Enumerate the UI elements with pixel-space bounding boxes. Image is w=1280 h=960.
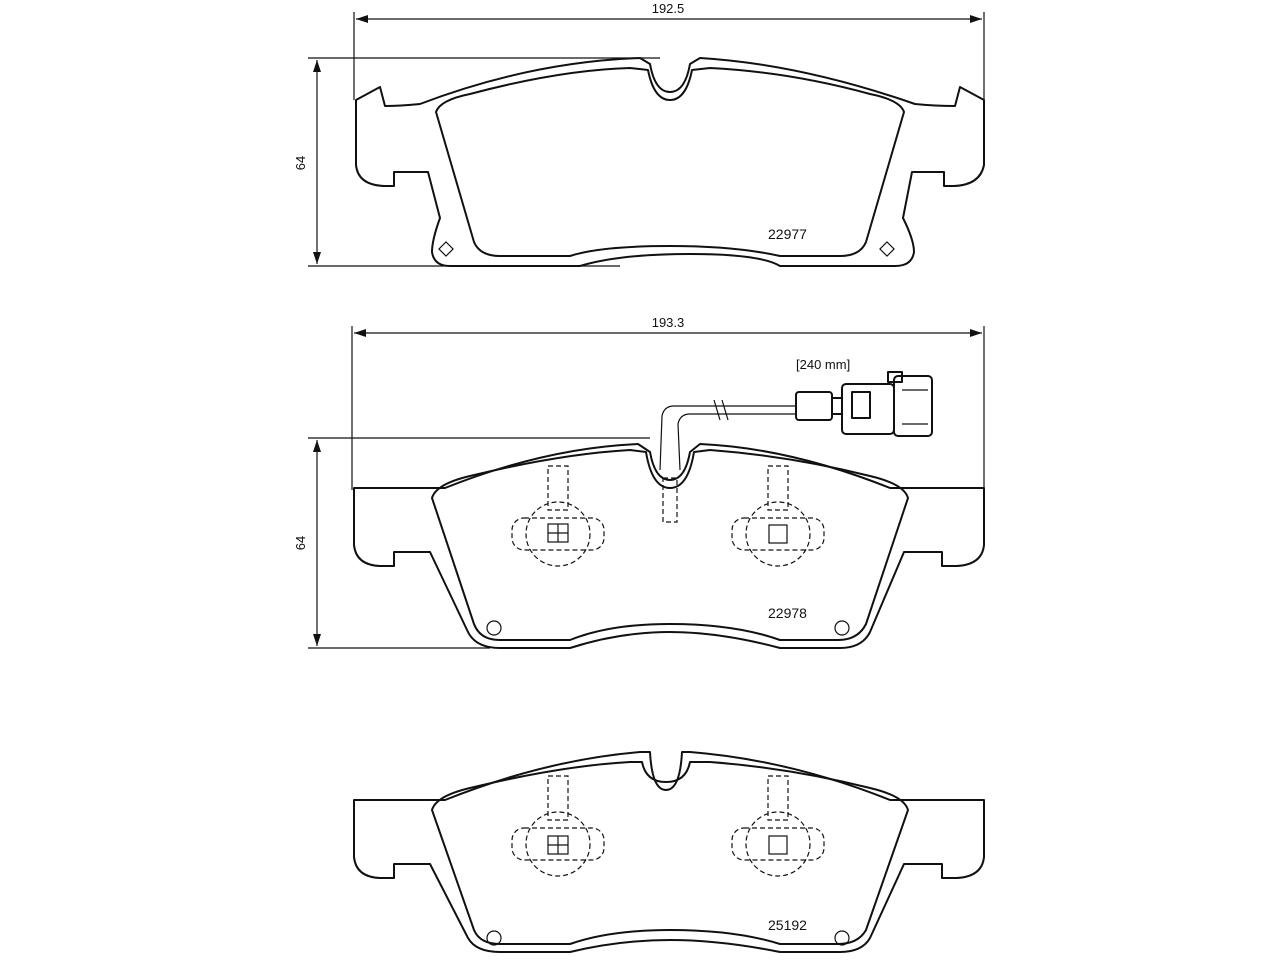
friction-material-pad-22977 xyxy=(435,67,905,257)
backing-plate-pad-25192 xyxy=(353,751,985,953)
wire-length-label: [240 mm] xyxy=(796,357,850,372)
mounting-hole-right-pad-22977 xyxy=(879,241,895,257)
width-label-pad-22977: 192.5 xyxy=(652,1,685,16)
width-label-pad-22978: 193.3 xyxy=(652,315,685,330)
width-dimension-pad-22978: 193.3 xyxy=(351,315,985,490)
width-dimension-pad-22977: 192.5 xyxy=(353,1,985,100)
part-number-22977: 22977 xyxy=(768,226,807,242)
part-number-25192: 25192 xyxy=(768,917,807,933)
height-label-pad-22978: 64 xyxy=(293,536,308,550)
wear-sensor-pad-22978 xyxy=(659,399,796,523)
backing-plate-pad-22977 xyxy=(355,57,985,267)
mounting-hole-left-pad-22977 xyxy=(438,241,454,257)
mounting-hole-right-pad-22978 xyxy=(834,620,850,636)
clip-right-pad-25192 xyxy=(731,775,825,877)
mounting-hole-left-pad-22978 xyxy=(486,620,502,636)
friction-material-pad-25192 xyxy=(431,761,909,945)
clip-left-pad-22978 xyxy=(511,465,605,567)
height-dimension-pad-22977: 64 xyxy=(293,57,660,267)
height-label-pad-22977: 64 xyxy=(293,156,308,170)
pad-22977: 192.5 64 22977 xyxy=(293,1,985,267)
pad-25192: 25192 xyxy=(353,751,985,953)
sensor-connector-icon xyxy=(795,371,933,437)
clip-left-pad-25192 xyxy=(511,775,605,877)
mounting-hole-right-pad-25192 xyxy=(834,930,850,946)
friction-material-pad-22978 xyxy=(431,449,909,641)
backing-plate-pad-22978 xyxy=(353,443,985,649)
height-dimension-pad-22978: 64 xyxy=(293,437,650,649)
pad-22978: 193.3 64 xyxy=(293,315,985,649)
clip-right-pad-22978 xyxy=(731,465,825,567)
part-number-22978: 22978 xyxy=(768,605,807,621)
mounting-hole-left-pad-25192 xyxy=(486,930,502,946)
